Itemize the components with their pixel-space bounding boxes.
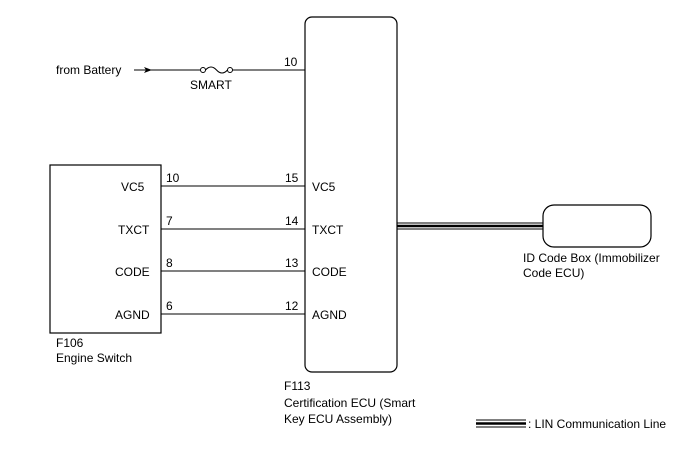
- certification-ecu-box: [304, 16, 398, 373]
- engine-switch-box: [49, 164, 162, 334]
- from-battery-label: from Battery: [56, 63, 121, 77]
- battery-arrow-icon: [134, 67, 152, 73]
- ecu-pin-number: 14: [285, 214, 299, 228]
- engine-switch-pin-number: 10: [166, 171, 180, 185]
- engine-switch-connector: F106: [56, 336, 84, 350]
- id-code-box-name-line1: ID Code Box (Immobilizer: [523, 251, 660, 265]
- legend-label: : LIN Communication Line: [528, 417, 666, 431]
- signal-row-code: CODE 8 13 CODE: [115, 256, 347, 279]
- id-code-box: [542, 204, 652, 248]
- ecu-name-line2: Key ECU Assembly): [284, 412, 392, 426]
- ecu-pin-number: 15: [285, 171, 299, 185]
- ecu-connector: F113: [284, 379, 311, 393]
- engine-switch-pin-number: 7: [166, 214, 173, 228]
- ecu-pin-number: 13: [285, 256, 299, 270]
- id-code-box-name-line2: Code ECU): [523, 266, 584, 280]
- signal-row-vc5: VC5 10 15 VC5: [121, 171, 336, 194]
- engine-switch-pin-label: VC5: [121, 180, 145, 194]
- ecu-pin-label: CODE: [312, 265, 347, 279]
- engine-switch-pin-number: 8: [166, 256, 173, 270]
- engine-switch-name: Engine Switch: [56, 351, 132, 365]
- signal-row-txct: TXCT 7 14 TXCT: [118, 214, 344, 237]
- engine-switch-pin-label: TXCT: [118, 223, 150, 237]
- lin-communication-line: [397, 222, 543, 230]
- ecu-pin-number: 12: [285, 299, 299, 313]
- legend-lin-line-symbol: [476, 419, 526, 428]
- ecu-pin-label: VC5: [312, 180, 336, 194]
- ecu-pin-label: AGND: [312, 308, 347, 322]
- ecu-name-line1: Certification ECU (Smart: [284, 396, 416, 410]
- engine-switch-pin-label: AGND: [115, 308, 150, 322]
- ecu-pin-label: TXCT: [312, 223, 344, 237]
- ecu-pin-b-number: 10: [284, 55, 298, 69]
- signal-row-agnd: AGND 6 12 AGND: [115, 299, 347, 322]
- engine-switch-pin-number: 6: [166, 299, 173, 313]
- fuse-label: SMART: [190, 78, 232, 92]
- fuse-icon: [200, 66, 233, 74]
- engine-switch-pin-label: CODE: [115, 265, 150, 279]
